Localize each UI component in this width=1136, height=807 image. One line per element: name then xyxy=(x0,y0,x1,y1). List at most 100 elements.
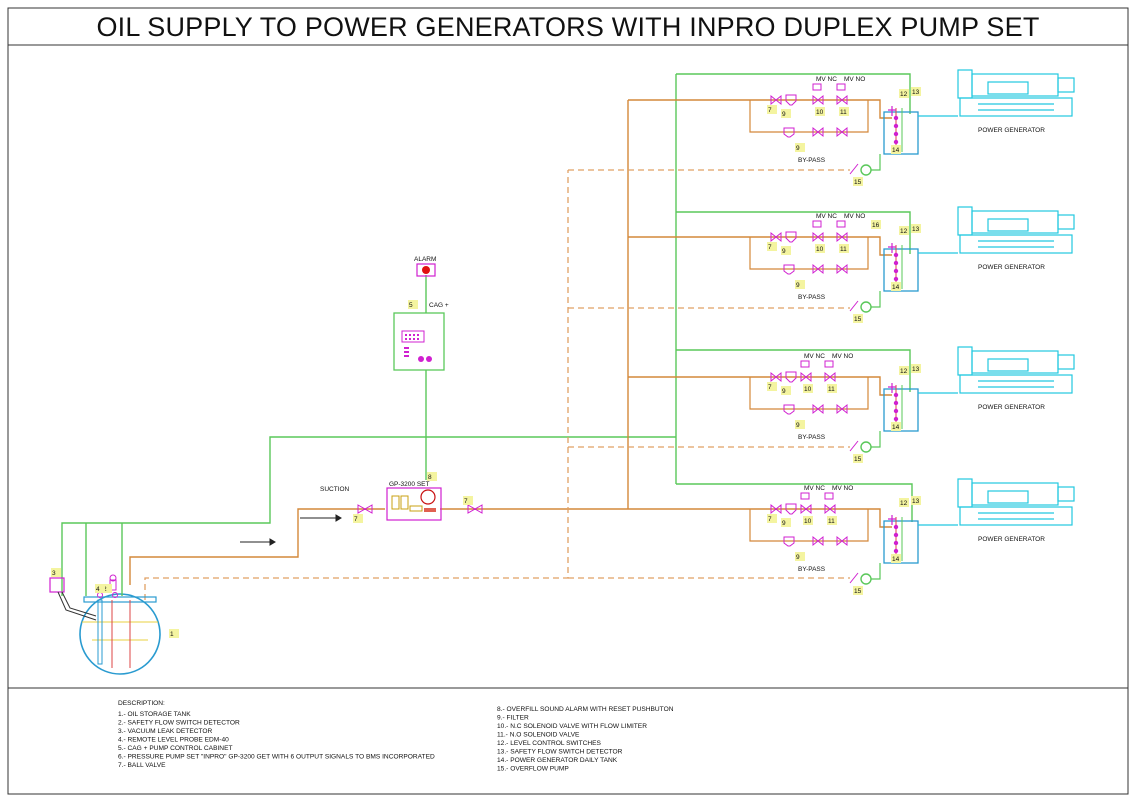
gen-base xyxy=(959,374,1073,394)
tag-ball-valve-suction: 7 xyxy=(354,516,358,523)
level-switch xyxy=(893,131,899,137)
overflow-pump xyxy=(860,573,872,585)
tag-level-switch: 12 xyxy=(900,368,908,375)
level-switch xyxy=(893,532,899,538)
solenoid-head xyxy=(836,83,846,91)
tag-ball-valve: 7 xyxy=(768,384,772,391)
gen-alternator xyxy=(1057,354,1075,370)
gen-base xyxy=(959,234,1073,254)
filter-icon xyxy=(783,127,795,138)
gen-engine xyxy=(987,358,1029,372)
overflow-pump xyxy=(860,301,872,313)
level-switch xyxy=(893,268,899,274)
solenoid-head xyxy=(836,220,846,228)
bypass-valve xyxy=(812,126,824,138)
power-generator-icon xyxy=(957,69,1075,117)
mv-no-label: MV NO xyxy=(844,213,865,220)
gen-radiator xyxy=(957,69,973,99)
level-switch xyxy=(893,115,899,121)
bypass-valve xyxy=(836,263,848,275)
tag-ball-valve: 7 xyxy=(768,516,772,523)
tag-bypass-filter-bg xyxy=(795,280,805,289)
tag-vacuum-detector: 3 xyxy=(52,570,56,577)
description-item: 2.- SAFETY FLOW SWITCH DETECTOR xyxy=(118,720,240,727)
pressure-pump-set xyxy=(386,487,442,521)
gen-radiator xyxy=(957,206,973,236)
nc-solenoid-valve xyxy=(800,371,812,383)
level-switch xyxy=(893,400,899,406)
tag-nc-valve-bg xyxy=(815,107,825,116)
level-switch xyxy=(893,276,899,282)
gen-alternator xyxy=(1057,214,1075,230)
solenoid-head xyxy=(812,220,822,228)
tag-daily-tank-bg xyxy=(891,422,901,431)
power-generator-label: POWER GENERATOR xyxy=(978,127,1045,134)
cag-label: CAG + xyxy=(429,302,449,309)
tag-bypass-filter: 9 xyxy=(796,422,800,429)
tag-extra-bg xyxy=(871,220,881,229)
filter-icon xyxy=(783,264,795,275)
filter-icon xyxy=(783,404,795,415)
tag-ball-valve-bg xyxy=(767,105,777,114)
power-generator-label: POWER GENERATOR xyxy=(978,264,1045,271)
level-switch xyxy=(893,524,899,530)
tag-flow-switch: 13 xyxy=(912,226,920,233)
description-item: 5.- CAG + PUMP CONTROL CABINET xyxy=(118,745,233,752)
bypass-valve xyxy=(836,403,848,415)
bypass-valve xyxy=(812,535,824,547)
tag-flow-switch-bg xyxy=(911,364,921,373)
nc-solenoid-valve xyxy=(812,94,824,106)
tag-level-probe-bg xyxy=(95,584,105,593)
tag-filter: 9 xyxy=(782,388,786,395)
solenoid-head xyxy=(824,492,834,500)
description-item: 11.- N.O SOLENOID VALVE xyxy=(497,732,580,739)
tag-no-valve: 11 xyxy=(840,109,847,116)
pump-control-cabinet xyxy=(393,312,445,371)
tag-bypass-filter: 9 xyxy=(796,554,800,561)
tag-no-valve-bg xyxy=(827,384,837,393)
tag-level-switch-bg xyxy=(899,226,909,235)
gen-base xyxy=(959,97,1073,117)
tag-bypass-filter-bg xyxy=(795,552,805,561)
bypass-line xyxy=(749,100,869,133)
tag-overflow-pump: 15 xyxy=(854,179,862,186)
tag-filter: 9 xyxy=(782,111,786,118)
check-valve xyxy=(849,440,859,452)
tag-ball-valve: 7 xyxy=(768,107,772,114)
no-solenoid-valve xyxy=(824,371,836,383)
flow-arrows xyxy=(240,514,342,546)
tag-bypass-filter-bg xyxy=(795,143,805,152)
bypass-valve xyxy=(812,263,824,275)
power-generator-label: POWER GENERATOR xyxy=(978,536,1045,543)
tag-daily-tank-bg xyxy=(891,145,901,154)
tag-level-probe: 4 xyxy=(96,586,100,593)
tag-safety-flow-bg xyxy=(102,584,112,593)
tag-bypass-filter: 9 xyxy=(796,145,800,152)
tag-filter: 9 xyxy=(782,520,786,527)
tag-ball-valve-bg xyxy=(767,382,777,391)
description-item: 15.- OVERFLOW PUMP xyxy=(497,766,569,773)
level-switch xyxy=(893,408,899,414)
supply-lines xyxy=(129,99,762,585)
alarm-label: ALARM xyxy=(414,256,436,263)
tag-level-switch-bg xyxy=(899,366,909,375)
tag-flow-switch: 13 xyxy=(912,89,920,96)
no-solenoid-valve xyxy=(824,503,836,515)
filter-icon xyxy=(785,231,797,243)
description-item: 8.- OVERFILL SOUND ALARM WITH RESET PUSH… xyxy=(497,706,674,713)
description-item: 12.- LEVEL CONTROL SWITCHES xyxy=(497,740,602,747)
gen-engine xyxy=(987,218,1029,232)
gen-engine xyxy=(987,490,1029,504)
tag-flow-switch-bg xyxy=(911,224,921,233)
bypass-label: BY-PASS xyxy=(798,434,826,441)
level-switch xyxy=(893,392,899,398)
tag-overflow-pump-bg xyxy=(853,177,863,186)
tag-overflow-pump: 15 xyxy=(854,588,862,595)
tag-bypass-filter: 9 xyxy=(796,282,800,289)
gen-alternator xyxy=(1057,77,1075,93)
filter-icon xyxy=(785,94,797,106)
gen-alternator xyxy=(1057,486,1075,502)
